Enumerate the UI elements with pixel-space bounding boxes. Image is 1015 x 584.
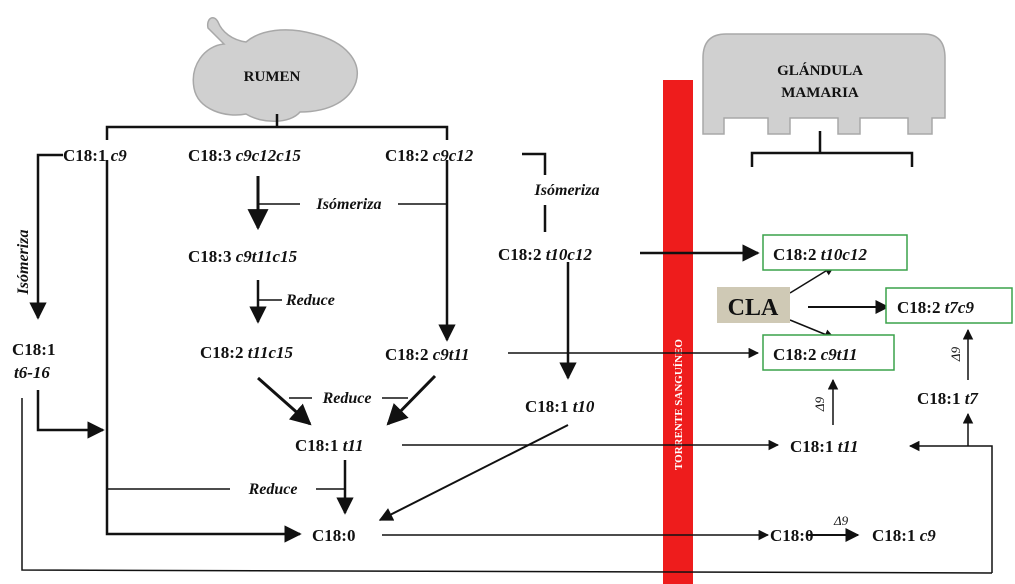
arrow-c9-to-t6-16 — [29, 153, 63, 320]
node-c18-0: C18:0 — [312, 526, 355, 545]
label-reduce-1: Reduce — [285, 292, 335, 309]
gland-bracket — [750, 131, 914, 167]
node-c18-3-c9c12c15: C18:3 c9c12c15 — [188, 146, 301, 165]
rumen-bracket — [105, 114, 449, 140]
bloodstream-label: TORRENTE SANGUÍNEO — [673, 339, 685, 470]
arrow-c9-to-c18-0 — [105, 160, 302, 543]
arrow-t6-16-join — [36, 390, 105, 439]
rumen-shape — [192, 17, 358, 122]
node-c18-3-c9t11c15: C18:3 c9t11c15 — [188, 247, 298, 266]
node-gland-c18-0: C18:0 — [770, 526, 813, 545]
box-gland-c9t11 — [762, 334, 895, 371]
node-gland-t11: C18:1 t11 — [790, 437, 859, 456]
gland-label-line1: GLÁNDULA — [777, 62, 863, 79]
cla-box — [717, 287, 790, 323]
node-c18-1-t6-16-line2: t6-16 — [14, 363, 50, 382]
label-delta9-a: Δ9 — [812, 396, 827, 412]
node-gland-t7: C18:1 t7 — [917, 389, 979, 408]
node-cla: CLA — [728, 295, 779, 321]
label-delta9-b: Δ9 — [948, 346, 963, 362]
rumen-label: RUMEN — [244, 69, 301, 85]
arrow-t11c15-to-t11 — [257, 376, 312, 426]
label-isomeriza-right: Isómeriza — [534, 182, 600, 199]
node-gland-c9: C18:1 c9 — [872, 526, 936, 545]
mammary-gland-organ: GLÁNDULA MAMARIA — [702, 33, 946, 135]
node-c18-1-c9: C18:1 c9 — [63, 146, 127, 165]
arrow-t10-to-c18-0 — [378, 424, 569, 521]
node-c18-2-c9c12: C18:2 c9c12 — [385, 146, 474, 165]
node-c18-2-t11c15: C18:2 t11c15 — [200, 343, 294, 362]
node-c18-1-t6-16-line1: C18:1 — [12, 340, 55, 359]
rumen-organ: RUMEN — [192, 17, 358, 122]
node-c18-1-t10: C18:1 t10 — [525, 397, 595, 416]
gland-shape — [702, 33, 946, 135]
box-gland-t10c12 — [762, 234, 908, 271]
label-delta9-c: Δ9 — [833, 513, 849, 528]
node-c18-1-t11: C18:1 t11 — [295, 436, 364, 455]
connectors — [21, 152, 993, 574]
node-gland-c9t11: C18:2 c9t11 — [773, 345, 858, 364]
bloodstream-bar — [663, 80, 693, 584]
node-gland-t7c9: C18:2 t7c9 — [897, 298, 974, 317]
node-c18-2-c9t11: C18:2 c9t11 — [385, 345, 470, 364]
isomeriza-right-line — [522, 152, 547, 232]
label-isomeriza-left: Isómeriza — [15, 230, 32, 296]
gland-label-line2: MAMARIA — [781, 85, 859, 101]
label-reduce-2: Reduce — [322, 390, 372, 407]
arrow-return-to-t11 — [908, 440, 993, 573]
node-gland-t10c12: C18:2 t10c12 — [773, 245, 867, 264]
label-isomeriza-mid: Isómeriza — [316, 196, 382, 213]
label-reduce-3: Reduce — [248, 481, 298, 498]
bottom-loop-line — [21, 398, 993, 574]
box-gland-t7c9 — [885, 287, 1013, 324]
node-c18-2-t10c12: C18:2 t10c12 — [498, 245, 592, 264]
arrow-c9t11-to-t11 — [386, 374, 437, 426]
